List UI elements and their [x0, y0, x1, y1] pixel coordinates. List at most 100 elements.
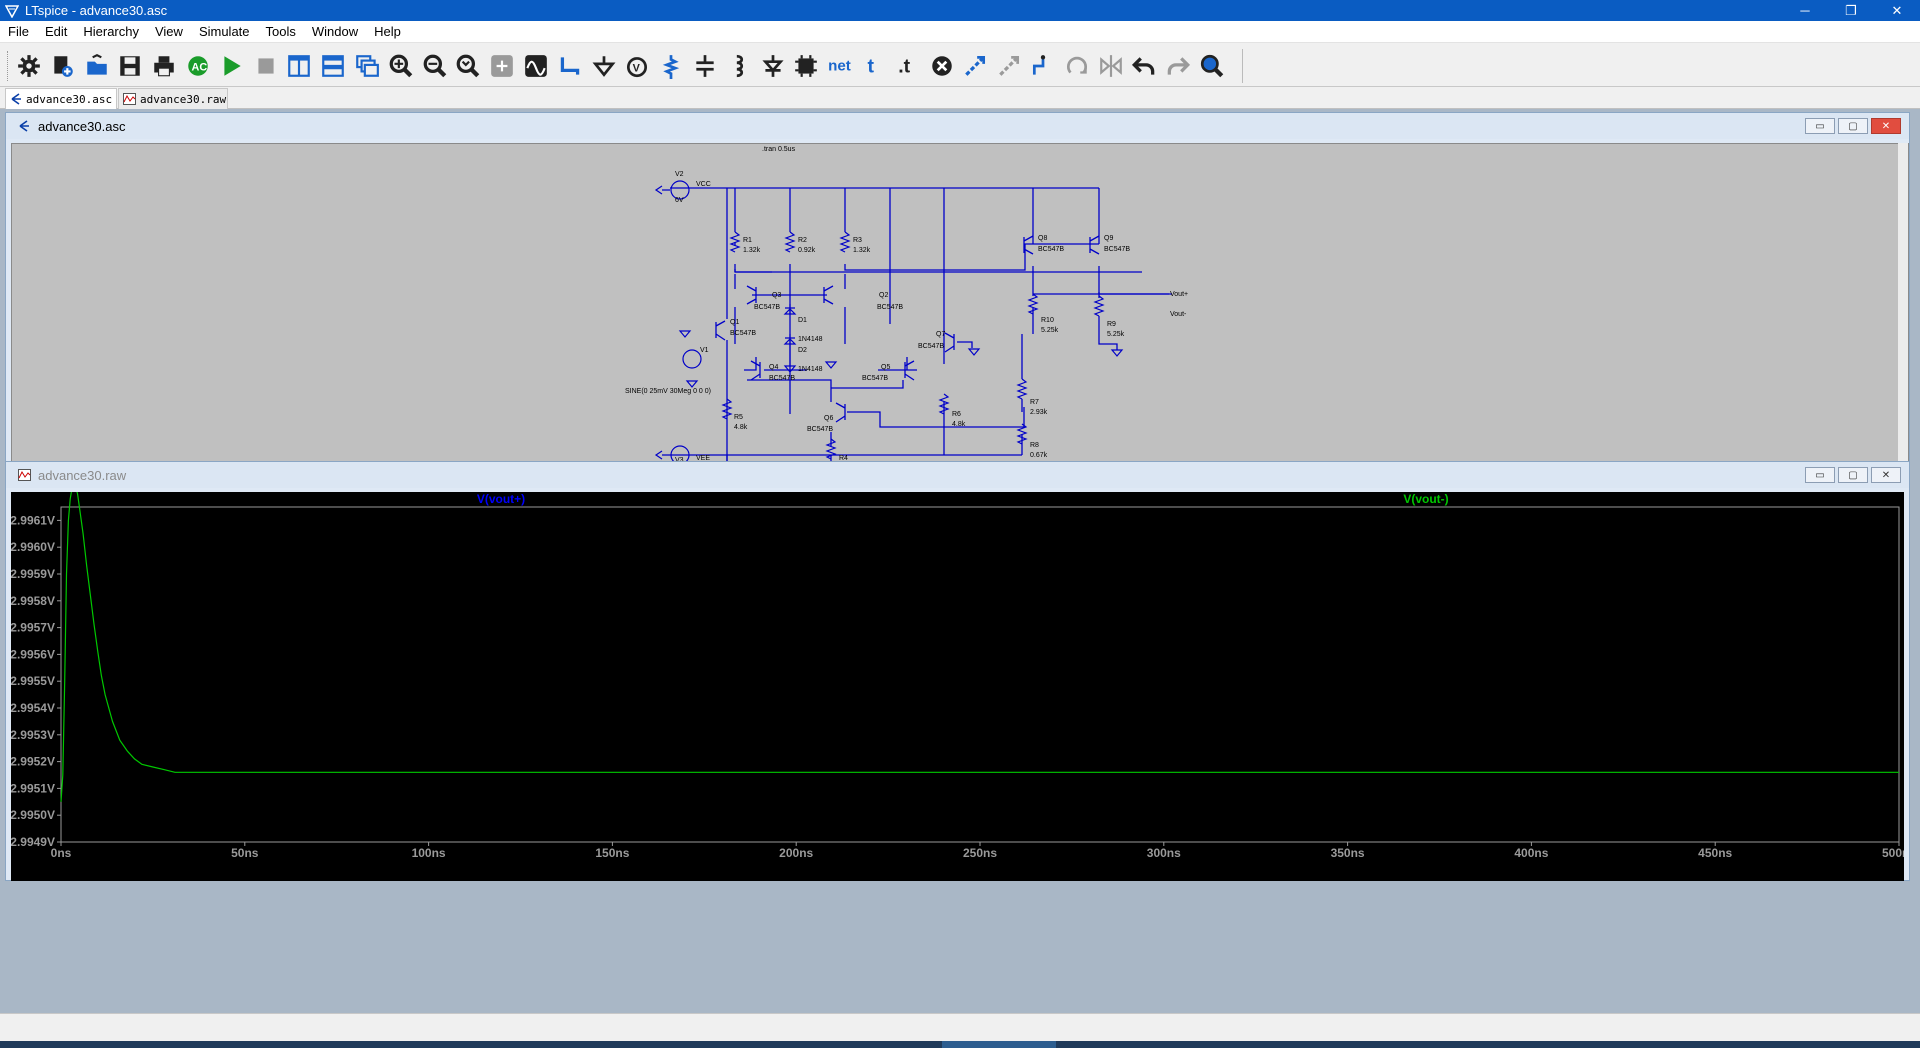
schematic-label-d1: D1 [798, 317, 807, 324]
y-tick-label: 2.9957V [11, 621, 55, 635]
toolbar-grip[interactable] [7, 51, 10, 81]
y-tick-label: 2.9949V [11, 835, 55, 849]
minimize-button[interactable]: ─ [1800, 3, 1810, 18]
child-close-button[interactable]: ✕ [1871, 467, 1901, 483]
document-tabs: advance30.asc advance30.raw [0, 87, 1920, 109]
schematic-label-d2m: 1N4148 [798, 366, 823, 373]
schematic-label-v1: V1 [700, 347, 709, 354]
schematic-label-q1m: BC547B [730, 330, 756, 337]
save-icon[interactable] [115, 51, 145, 81]
capacitor-icon[interactable] [690, 51, 720, 81]
schematic-label-r8val: 0.67k [1030, 452, 1048, 459]
taskbar-active-item[interactable] [942, 1041, 1056, 1048]
trace-legend-0[interactable]: V(vout+) [477, 492, 525, 506]
schematic-label-r7val: 2.93k [1030, 409, 1048, 416]
schematic-label-d1m: 1N4148 [798, 336, 823, 343]
tile-vertical-icon[interactable] [284, 51, 314, 81]
close-button[interactable]: ✕ [1891, 2, 1903, 18]
diode-icon[interactable] [758, 51, 788, 81]
net-icon[interactable]: net [825, 51, 855, 81]
rotate-icon[interactable] [1062, 51, 1092, 81]
menu-file[interactable]: File [8, 24, 29, 39]
menu-tools[interactable]: Tools [265, 24, 296, 39]
text-icon[interactable]: t [859, 51, 889, 81]
menu-view[interactable]: View [154, 24, 183, 39]
schematic-label-q3m: BC547B [754, 304, 780, 311]
undo-icon[interactable] [1129, 51, 1159, 81]
tab-schematic[interactable]: advance30.asc [5, 88, 117, 109]
redo-icon[interactable] [1163, 51, 1193, 81]
open-icon[interactable] [82, 51, 112, 81]
menu-simulate[interactable]: Simulate [198, 24, 250, 39]
restore-button[interactable]: ❐ [1845, 2, 1857, 18]
schematic-scrollbar[interactable] [1898, 143, 1908, 554]
schematic-label-r3: R3 [853, 237, 862, 244]
wire-icon[interactable] [555, 51, 585, 81]
x-tick-label: 200ns [779, 846, 813, 860]
x-tick-label: 400ns [1514, 846, 1548, 860]
child-maximize-button[interactable]: ▢ [1838, 467, 1868, 483]
window-title: LTspice - advance30.asc [25, 3, 168, 18]
label-net-icon[interactable]: V [622, 51, 652, 81]
run-icon[interactable] [217, 51, 247, 81]
zoom-fit-icon[interactable] [453, 51, 483, 81]
schematic-labels: V26VVCCR11.32kR20.92kR31.32kQ8BC547BQ9BC… [625, 146, 1188, 488]
plot-frame [60, 506, 1900, 843]
schematic-label-q7m: BC547B [918, 343, 944, 350]
autorange-icon[interactable] [521, 51, 551, 81]
y-tick-label: 2.9954V [11, 701, 55, 715]
svg-text:.t: .t [898, 56, 910, 78]
resistor-icon[interactable] [656, 51, 686, 81]
menu-help[interactable]: Help [374, 24, 401, 39]
control-panel-icon[interactable]: AC [183, 51, 213, 81]
cascade-icon[interactable] [352, 51, 382, 81]
halt-icon[interactable] [251, 51, 281, 81]
schematic-label-q5m: BC547B [862, 375, 888, 382]
duplicate-icon[interactable] [960, 51, 990, 81]
new-schematic-icon[interactable] [48, 51, 78, 81]
ground-icon[interactable] [589, 51, 619, 81]
x-tick-label: 350ns [1331, 846, 1365, 860]
y-tick-label: 2.9961V [11, 513, 55, 527]
x-tick-label: 50ns [231, 846, 259, 860]
child-minimize-button[interactable]: ▭ [1805, 118, 1835, 134]
settings-icon[interactable] [14, 51, 44, 81]
zoom-out-icon[interactable] [420, 51, 450, 81]
menu-hierarchy[interactable]: Hierarchy [83, 24, 139, 39]
y-tick-label: 2.9952V [11, 755, 55, 769]
waveform-window-caption[interactable]: advance30.raw ▭ ▢ ✕ [6, 462, 1909, 488]
delete-icon[interactable] [927, 51, 957, 81]
y-tick-label: 2.9955V [11, 674, 55, 688]
tile-horizontal-icon[interactable] [318, 51, 348, 81]
svg-text:t: t [868, 56, 875, 78]
menu-window[interactable]: Window [311, 24, 359, 39]
child-close-button[interactable]: ✕ [1871, 118, 1901, 134]
child-maximize-button[interactable]: ▢ [1838, 118, 1868, 134]
y-tick-label: 2.9953V [11, 728, 55, 742]
mirror-icon[interactable] [1096, 51, 1126, 81]
trace-legend-1[interactable]: V(vout-) [1403, 492, 1448, 506]
zoom-in-icon[interactable] [386, 51, 416, 81]
status-bar [0, 1013, 1920, 1041]
menu-bar: File Edit Hierarchy View Simulate Tools … [0, 21, 1920, 43]
move-icon[interactable] [994, 51, 1024, 81]
spice-directive-icon[interactable]: .t [893, 51, 923, 81]
component-icon[interactable] [791, 51, 821, 81]
child-minimize-button[interactable]: ▭ [1805, 467, 1835, 483]
print-icon[interactable] [149, 51, 179, 81]
schematic-window-caption[interactable]: advance30.asc ▭ ▢ ✕ [6, 113, 1909, 139]
schematic-label-r6: R6 [952, 411, 961, 418]
drag-icon[interactable] [1028, 51, 1058, 81]
schematic-label-q9: Q9 [1104, 235, 1113, 242]
zoom-back-icon[interactable] [487, 51, 517, 81]
schematic-label-q6m: BC547B [807, 426, 833, 433]
tab-waveform[interactable]: advance30.raw [118, 88, 228, 109]
menu-edit[interactable]: Edit [44, 24, 68, 39]
inductor-icon[interactable] [724, 51, 754, 81]
spice-directive-text[interactable]: .tran 0.5us [762, 146, 796, 153]
find-icon[interactable] [1197, 51, 1227, 81]
